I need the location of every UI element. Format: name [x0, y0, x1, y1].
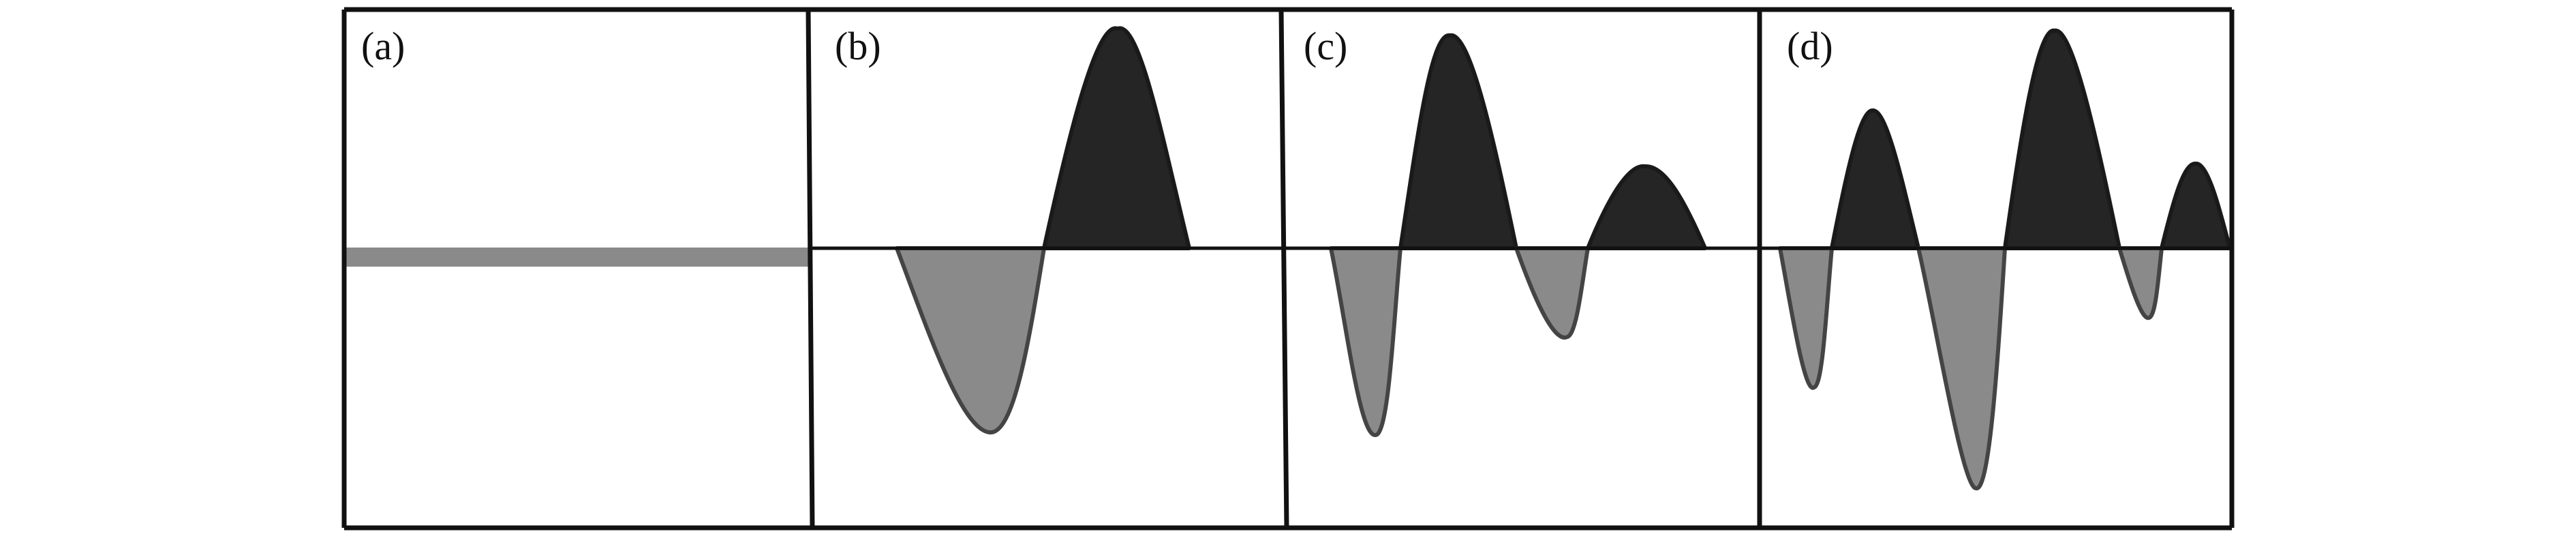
panel-c-negative-lobe-1: [1329, 246, 1402, 437]
panel-d: (d): [1760, 24, 2232, 490]
panel-c-positive-lobe-2: [1586, 164, 1707, 250]
panel-d-negative-lobe-2: [1916, 246, 2007, 490]
panel-b-negative-lobe: [895, 246, 1046, 434]
panel-d-negative-lobe-3: [2117, 246, 2164, 320]
divider-a-b: [806, 9, 815, 528]
panel-c-negative-lobe-2: [1514, 246, 1590, 340]
panel-c-positive-lobe-1: [1398, 33, 1518, 250]
panel-a: (a): [344, 24, 808, 267]
figure-frame: [341, 7, 2235, 531]
panel-c-label: (c): [1304, 24, 1347, 68]
panel-a-label: (a): [361, 24, 405, 68]
panel-d-positive-lobe-1: [1830, 108, 1920, 250]
panel-d-negative-lobe-1: [1778, 246, 1834, 390]
panel-d-positive-lobe-2: [2003, 28, 2121, 250]
divider-b-c: [1278, 9, 1289, 528]
panel-d-positive-lobe-3: [2160, 162, 2232, 250]
panel-c: (c): [1281, 24, 1760, 437]
panel-b-label: (b): [835, 24, 881, 68]
panel-b-positive-lobe: [1042, 26, 1191, 250]
panel-b: (b): [812, 24, 1281, 434]
panel-d-label: (d): [1787, 24, 1833, 68]
